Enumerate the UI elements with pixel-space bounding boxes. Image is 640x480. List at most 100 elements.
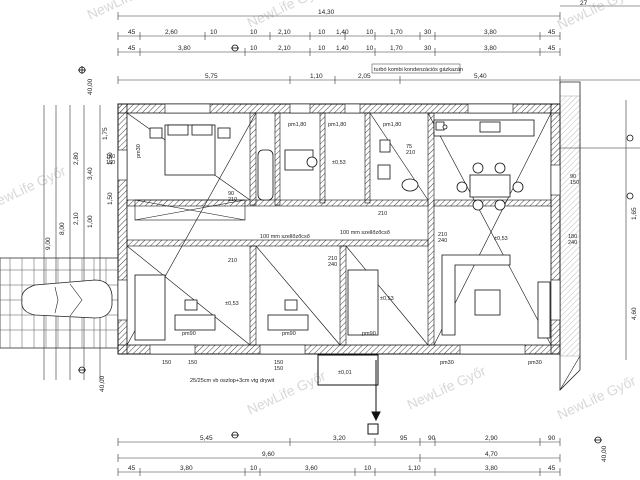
- watermark: NewLife Győr: [0, 162, 68, 212]
- windows: [117, 103, 561, 355]
- room-label: pm1,80: [288, 122, 306, 128]
- top-dim-row2: 45 2,60 10 10 2,10 10 1,40 10 1,70 30 3,…: [128, 29, 556, 36]
- dim: 3,80: [180, 465, 193, 472]
- note-partition: 100 mm szellőzőcső: [260, 234, 310, 240]
- room-label: pm30: [528, 360, 542, 366]
- watermark: NewLife Győr: [245, 367, 329, 417]
- dim: 10: [250, 45, 258, 52]
- dim: 2,90: [485, 435, 498, 442]
- top-dim-row3: 45 3,80 10 2,10 10 1,40 10 1,70 30 3,80 …: [128, 45, 556, 52]
- dim: 3,80: [484, 45, 497, 52]
- dim: 95: [400, 435, 408, 442]
- level-mark: ±0,53: [332, 160, 346, 166]
- note-kondens: turbó kombi kondenzációs gázkazán: [374, 67, 463, 73]
- dim: 10: [250, 29, 258, 36]
- bottom-dimension-lines: [118, 441, 560, 473]
- dim: 2,10: [278, 45, 291, 52]
- door-dim: 210: [228, 258, 237, 264]
- dim: 45: [548, 45, 556, 52]
- dim: 3,20: [333, 435, 346, 442]
- left-dims: 40,00 1,75 2,80 1,50 2,10 9,00 8,00 3,40…: [45, 78, 114, 392]
- dim: 1,50: [107, 152, 114, 165]
- room-label: pm90: [282, 331, 296, 337]
- dim: 3,80: [484, 29, 497, 36]
- dim: 1,10: [408, 465, 421, 472]
- bathtub: [257, 139, 419, 201]
- dim: 5,40: [474, 73, 487, 80]
- dim-overall: 14,30: [318, 9, 335, 16]
- dim: 45: [548, 465, 556, 472]
- dim: 1,10: [310, 73, 323, 80]
- dim: 30: [424, 45, 432, 52]
- dim: 90: [548, 435, 556, 442]
- room-labels: pm1,80 pm1,80 pm1,80 pm90 pm90 pm90 pm30…: [136, 122, 542, 366]
- dim: 2,80: [73, 152, 80, 165]
- dim: 45: [128, 465, 136, 472]
- dim: 10: [366, 45, 374, 52]
- room-label: pm90: [182, 331, 196, 337]
- dim: 1,50: [107, 192, 114, 205]
- right-dims: 4,60 40,00 1,65: [601, 207, 638, 462]
- dim: 2,05: [358, 73, 371, 80]
- room-label: pm30: [440, 360, 454, 366]
- axis-markers: [78, 44, 634, 444]
- dim: 10: [364, 465, 372, 472]
- dim: 1,70: [390, 29, 403, 36]
- dim: 4,70: [485, 451, 498, 458]
- room-label: pm1,80: [328, 122, 346, 128]
- top-dim-row4: 5,75 1,10 2,05 5,40: [205, 73, 487, 80]
- dim: 45: [548, 29, 556, 36]
- room-label: pm90: [362, 331, 376, 337]
- watermark-layer: NewLife Győr NewLife Győr NewLife Győr N…: [0, 0, 638, 423]
- dim: 2,10: [73, 212, 80, 225]
- dim: 40,00: [99, 375, 106, 392]
- watermark: NewLife Győr: [555, 372, 639, 422]
- dim: 8,00: [59, 222, 66, 235]
- dim: 1,65: [631, 207, 638, 220]
- dim: 40,00: [601, 445, 608, 462]
- dim: 90: [428, 435, 436, 442]
- door-dim: 150: [188, 360, 197, 366]
- sofa: [441, 254, 551, 339]
- watermark: NewLife Győr: [555, 0, 639, 33]
- desks: [134, 269, 379, 341]
- dim: 10: [210, 29, 218, 36]
- bottom-dim-row3: 45 3,80 10 3,60 10 1,10 3,80 45: [128, 465, 556, 472]
- level-mark: ±0,01: [338, 370, 352, 376]
- dim: 30: [424, 29, 432, 36]
- dim: 45: [128, 29, 136, 36]
- room-label: pm1,80: [383, 122, 401, 128]
- notes: 100 mm szellőzőcső 100 mm szellőzőcső tu…: [190, 63, 508, 384]
- dim: 10: [318, 45, 326, 52]
- level-mark: ±0,53: [225, 301, 239, 307]
- dim: 1,40: [336, 45, 349, 52]
- dim: 3,40: [87, 167, 94, 180]
- dim-right-extra: 27: [580, 0, 588, 7]
- dim: 40,00: [87, 78, 94, 95]
- bottom-ticks: [117, 438, 561, 476]
- dim: 10: [318, 29, 326, 36]
- top-dimension-lines: [118, 5, 640, 81]
- dim: 10: [366, 29, 374, 36]
- dim: 5,75: [205, 73, 218, 80]
- wardrobe: [134, 199, 246, 221]
- dim: 9,60: [262, 451, 275, 458]
- kitchen: [433, 119, 535, 211]
- interior-walls: [126, 112, 552, 346]
- carport: [0, 257, 119, 349]
- dim: 9,00: [45, 237, 52, 250]
- dim: 5,45: [200, 435, 213, 442]
- entry-arrow: [317, 354, 381, 435]
- watermark: NewLife Győr: [245, 0, 329, 31]
